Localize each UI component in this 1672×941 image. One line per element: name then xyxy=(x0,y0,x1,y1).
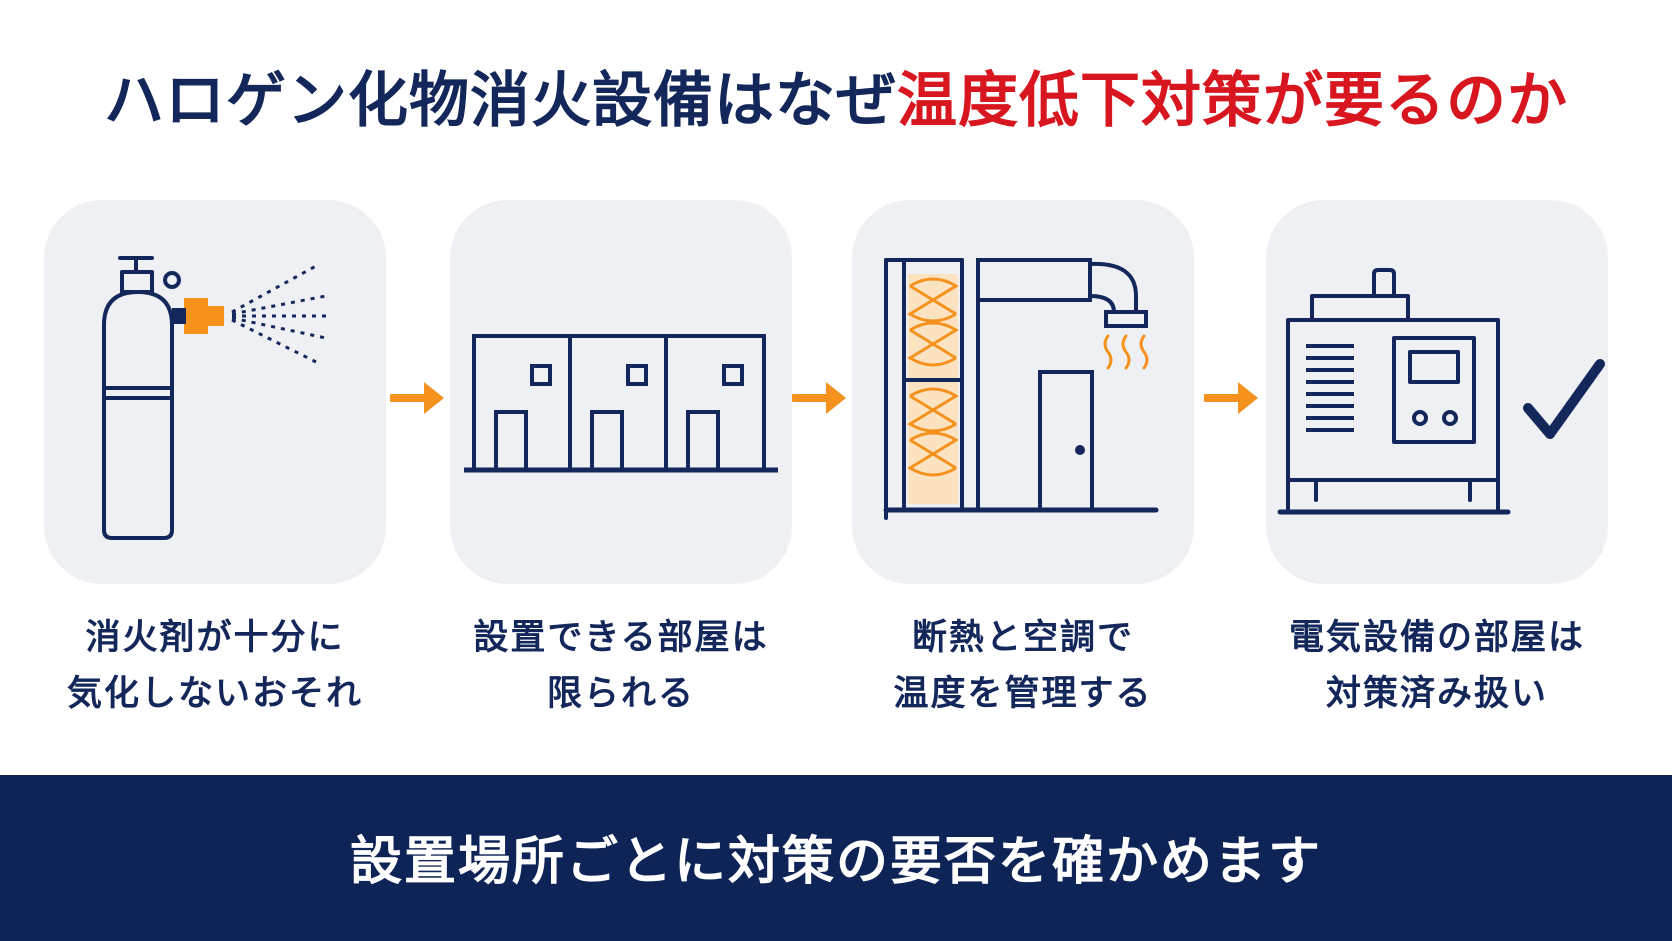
gas-cylinder-spray-icon xyxy=(102,256,330,540)
step-card-2 xyxy=(450,200,792,584)
insulation-aircon-icon xyxy=(883,258,1159,520)
step-4-line-2: 対策済み扱い xyxy=(1325,674,1548,714)
title-accent: 温度低下対策が要るのか xyxy=(897,66,1568,136)
step-label-2: 設置できる部屋は 限られる xyxy=(431,610,811,722)
step-card-4 xyxy=(1266,200,1608,584)
electrical-equipment-check-icon xyxy=(1277,268,1605,515)
step-label-1: 消火剤が十分に 気化しないおそれ xyxy=(25,610,405,722)
step-4-line-1: 電気設備の部屋は xyxy=(1288,618,1585,658)
step-2-line-2: 限られる xyxy=(546,674,695,714)
step-card-3 xyxy=(852,200,1194,584)
step-3-line-1: 断熱と空調で xyxy=(911,618,1134,658)
step-card-1 xyxy=(44,200,386,584)
step-3-line-2: 温度を管理する xyxy=(893,674,1153,714)
page-title: ハロゲン化物消火設備はなぜ温度低下対策が要るのか xyxy=(0,52,1672,139)
title-main: ハロゲン化物消火設備はなぜ xyxy=(104,66,897,136)
footer-text: 設置場所ごとに対策の要否を確かめます xyxy=(349,832,1322,892)
step-label-3: 断熱と空調で 温度を管理する xyxy=(833,610,1213,722)
check-icon xyxy=(1523,359,1605,439)
rooms-building-icon xyxy=(464,334,778,473)
arrow-right-icon xyxy=(390,382,444,414)
step-1-line-1: 消火剤が十分に xyxy=(85,618,345,658)
footer-banner: 設置場所ごとに対策の要否を確かめます xyxy=(0,775,1672,941)
step-1-line-2: 気化しないおそれ xyxy=(66,674,363,714)
step-2-line-1: 設置できる部屋は xyxy=(473,618,769,658)
arrow-right-icon xyxy=(792,382,846,414)
arrow-right-icon xyxy=(1204,382,1258,414)
step-label-4: 電気設備の部屋は 対策済み扱い xyxy=(1247,610,1627,722)
